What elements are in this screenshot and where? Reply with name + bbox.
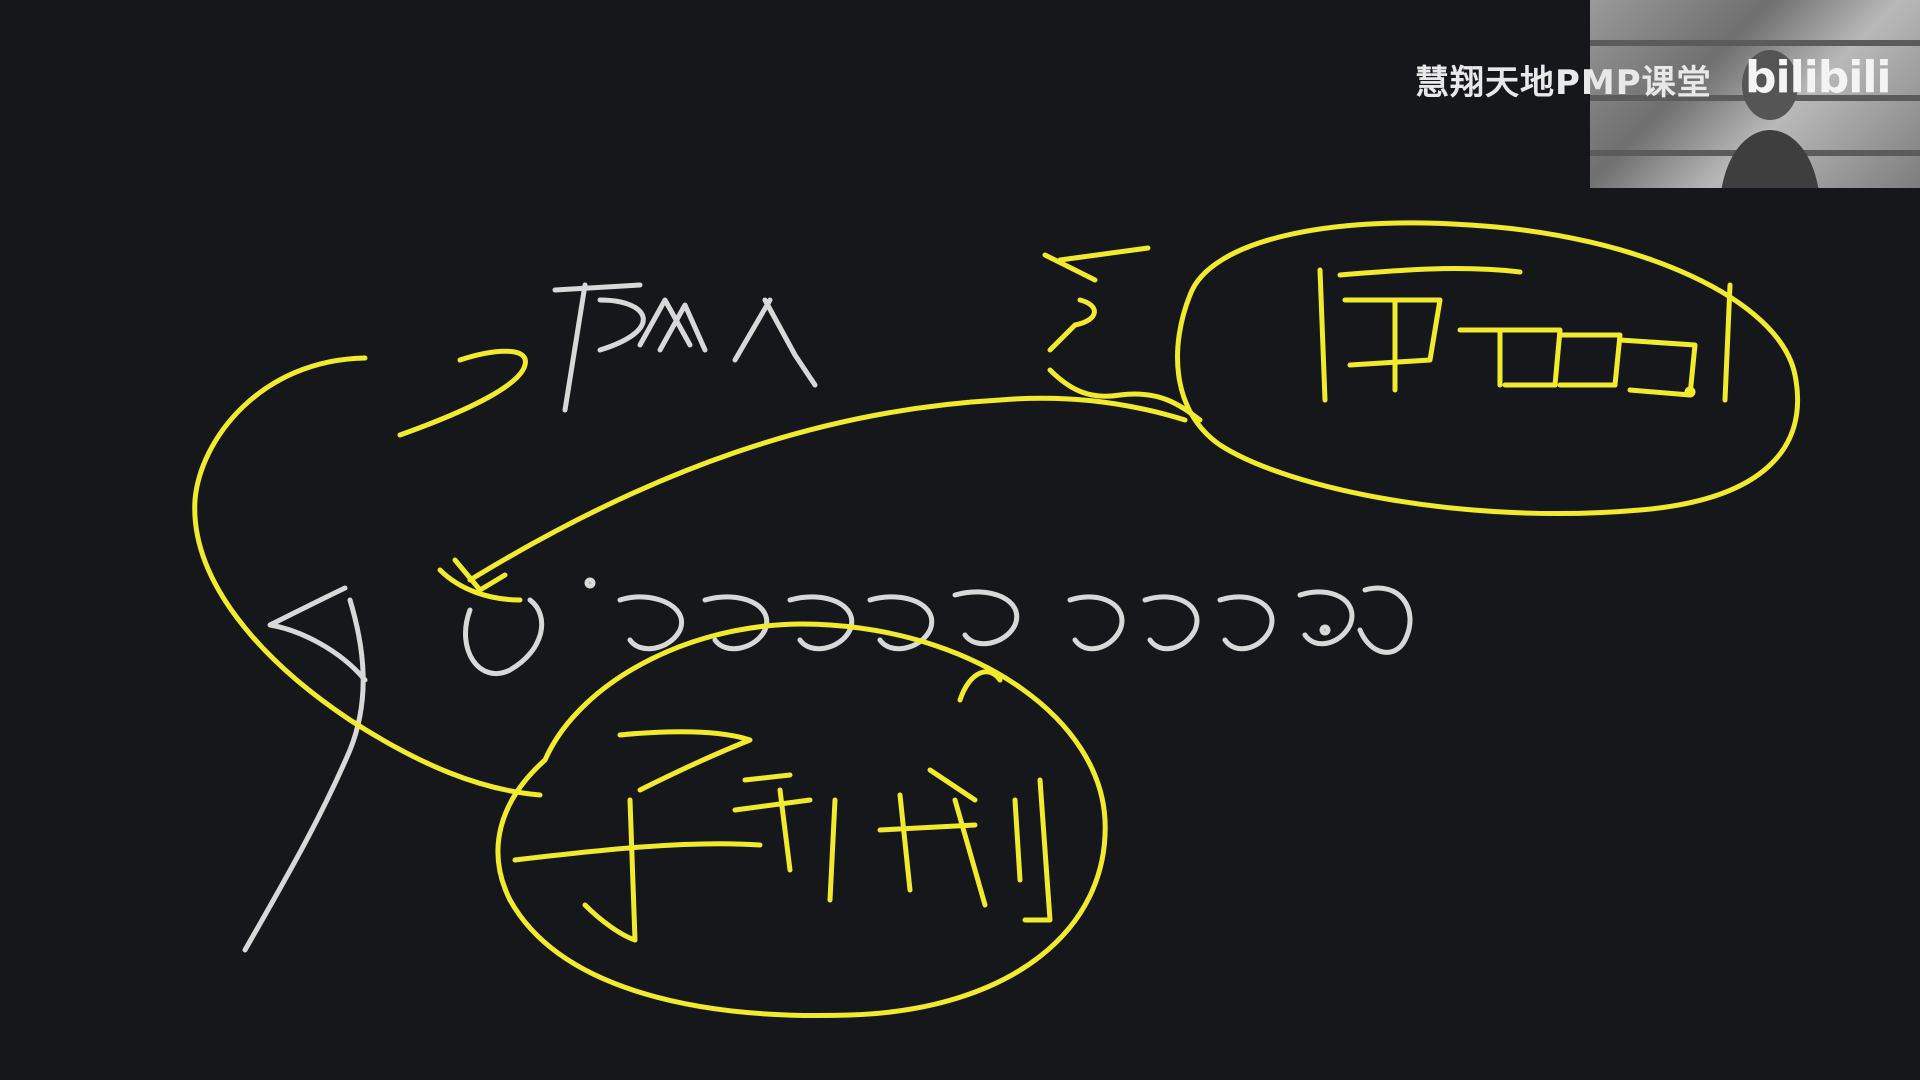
handwriting-yellow-char: [1042, 245, 1203, 423]
presenter-avatar: [1721, 50, 1819, 188]
handwriting-pma: [552, 282, 818, 413]
bilibili-logo: bilibili: [1745, 52, 1891, 103]
handwriting-left-stroke: [242, 585, 368, 953]
handwriting-row-marks: [463, 577, 1413, 676]
webcam-overlay: [1590, 0, 1920, 188]
channel-watermark: 慧翔天地PMP课堂: [1415, 63, 1712, 103]
yellow-ellipse-upper: [1175, 220, 1801, 516]
yellow-ellipse-lower: [495, 621, 1108, 1018]
yellow-connector-arcs: [192, 348, 1188, 798]
